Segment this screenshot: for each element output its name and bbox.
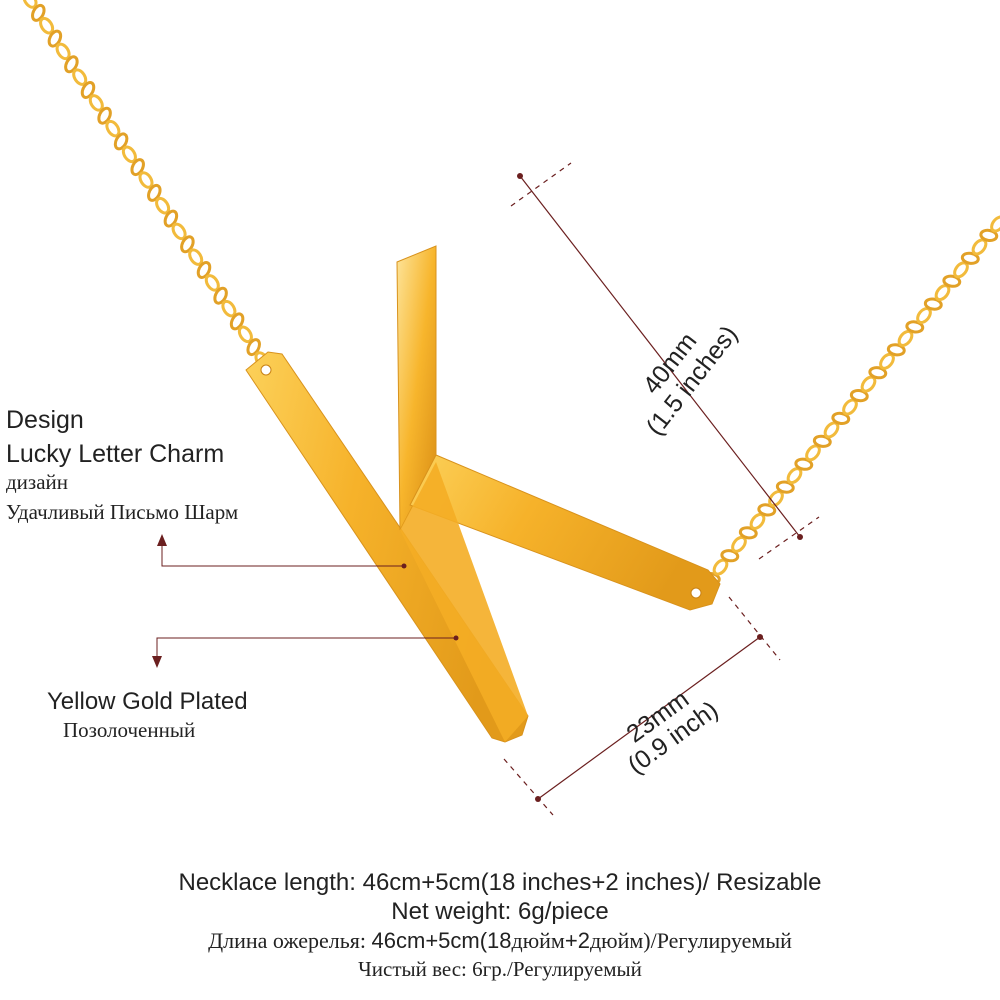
chain-link	[22, 0, 38, 9]
length-label-ru: Длина ожерелья:	[208, 928, 372, 953]
design-pointer	[157, 534, 407, 569]
chain-link	[794, 457, 814, 471]
specs-block: Necklace length: 46cm+5cm(18 inches+2 in…	[0, 868, 1000, 984]
chain-link	[979, 228, 999, 242]
height-dimension	[510, 162, 820, 560]
chain-right	[694, 215, 1000, 599]
chain-link	[171, 222, 187, 241]
chain-link	[155, 196, 171, 215]
letter-k-pendant	[245, 245, 721, 743]
plating-label-en: Yellow Gold Plated	[47, 688, 248, 715]
plated-pointer	[152, 635, 459, 668]
chain-link	[831, 411, 851, 425]
chain-link	[905, 320, 925, 334]
chain-link	[246, 338, 261, 357]
chain-link	[229, 312, 245, 331]
weight-line-en: Net weight: 6g/piece	[391, 898, 609, 925]
chain-left	[22, 0, 270, 369]
chain-link	[113, 132, 129, 151]
chain-link	[72, 68, 88, 86]
length-value-ru-c: +2	[564, 928, 590, 953]
chain-link	[812, 434, 832, 448]
chain-link	[130, 158, 145, 177]
chain-link	[868, 366, 888, 380]
pendant-hole-left	[260, 364, 272, 376]
length-value-ru-b: дюйм	[511, 928, 565, 953]
chain-link	[757, 503, 777, 517]
weight-line-ru: Чистый вес: 6гр./Регулируемый	[358, 957, 642, 981]
length-line-ru: Длина ожерелья: 46cm+5cm(18дюйм+2дюйм)/Р…	[0, 926, 1000, 955]
chain-link	[188, 248, 204, 266]
design-label-en: Design	[6, 406, 84, 434]
length-label-en: Necklace length:	[178, 869, 363, 896]
pendant-lower-leg	[400, 462, 528, 742]
chain-link	[64, 55, 79, 74]
design-value-ru: Удачливый Письмо Шарм	[6, 500, 239, 524]
plating-label-ru: Позолоченный	[63, 718, 196, 742]
length-value-ru-a: 46cm+5cm(18	[371, 928, 512, 953]
chain-link	[105, 119, 121, 138]
chain-link	[204, 274, 220, 292]
chain-link	[720, 549, 740, 563]
chain-link	[923, 297, 943, 311]
chain-link	[121, 145, 137, 164]
length-value-en: 46cm+5cm(18 inches+2 inches)/ Resizable	[362, 869, 822, 896]
chain-link	[47, 29, 63, 48]
chain-link	[990, 215, 1000, 233]
chain-link	[738, 526, 758, 540]
chain-link	[886, 343, 906, 357]
chain-link	[213, 286, 228, 305]
width-dimension	[503, 596, 781, 816]
length-value-ru-d: дюйм	[589, 928, 644, 953]
chain-link	[147, 183, 162, 202]
chain-link	[942, 274, 962, 288]
chain-link	[221, 299, 237, 318]
chain-link	[180, 235, 195, 254]
chain-link	[55, 42, 71, 61]
chain-link	[775, 480, 795, 494]
chain-link	[31, 3, 46, 22]
chain-link	[138, 171, 154, 189]
chain-link	[80, 81, 96, 99]
width-label-group: 23mm (0.9 inch)	[621, 685, 723, 780]
chain-link	[849, 389, 869, 403]
design-value-en: Lucky Letter Charm	[6, 440, 225, 468]
length-line-en: Necklace length: 46cm+5cm(18 inches+2 in…	[0, 868, 1000, 897]
chain-link	[88, 94, 104, 112]
chain-link	[237, 325, 253, 344]
chain-link	[39, 16, 55, 35]
chain-link	[163, 209, 179, 228]
chain-link	[196, 261, 212, 279]
design-label-ru: дизайн	[6, 470, 69, 494]
height-label-group: 40mm (1.5 inches)	[638, 321, 744, 441]
pendant-right-arm	[409, 454, 721, 611]
chain-link	[97, 106, 112, 125]
pendant-hole-right	[690, 587, 702, 599]
length-value-ru-e: )/Регулируемый	[643, 928, 792, 953]
chain-link	[960, 251, 980, 265]
